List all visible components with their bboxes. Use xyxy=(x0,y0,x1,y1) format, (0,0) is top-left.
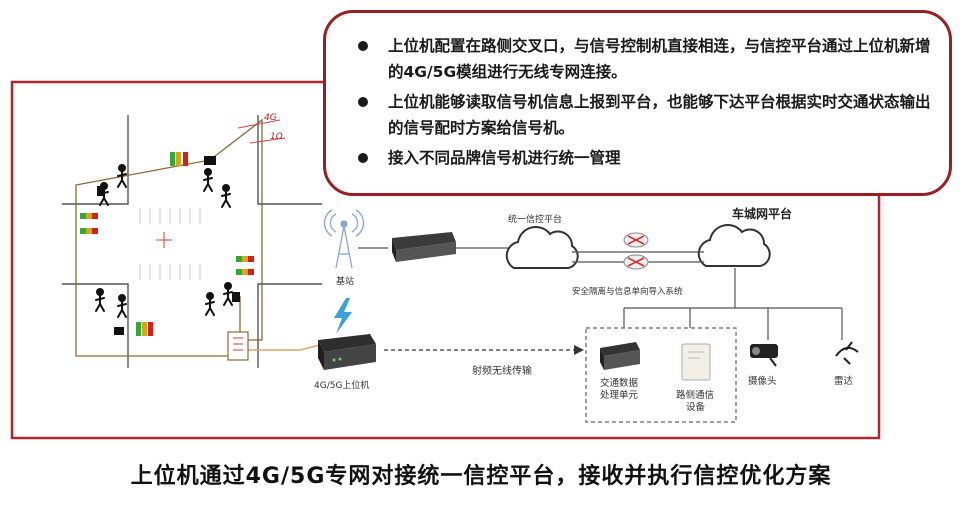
traffic-unit-label-2: 处理单元 xyxy=(600,389,639,401)
pedestrian-icon xyxy=(95,164,233,318)
bullet-dot xyxy=(358,153,368,163)
cloud-icon-vehicle-city xyxy=(697,224,771,267)
signal-head-s xyxy=(136,322,153,336)
signal-box xyxy=(232,292,240,302)
radar-label: 雷达 xyxy=(834,375,854,387)
router-icon xyxy=(623,254,649,270)
base-station-label: 基站 xyxy=(336,275,354,287)
upper-computer-icon xyxy=(318,334,376,370)
signal-controller-cabinet xyxy=(227,331,249,361)
signal-box xyxy=(97,186,105,196)
roadside-label-1: 路侧通信 xyxy=(676,389,714,401)
traffic-unit-label-1: 交通数据 xyxy=(600,377,639,389)
roadside-device-icon xyxy=(681,343,711,381)
bullet-dot xyxy=(358,41,368,51)
traffic-data-unit-icon xyxy=(600,342,640,370)
unified-platform-label: 统一信控平台 xyxy=(508,213,562,225)
roadside-equipment-group xyxy=(585,327,737,423)
crosswalk-stripes xyxy=(139,208,201,280)
vehicle-city-platform-label: 车城网平台 xyxy=(732,206,792,221)
signal-head-nw xyxy=(80,213,98,234)
intersection xyxy=(62,115,322,368)
bullet-item: 上位机配置在路侧交叉口，与信号控制机直接相连，与信控平台通过上位机新增的4G/5… xyxy=(348,33,931,85)
bullet-text: 上位机能够读取信号机信息上报到平台，也能够下达平台根据实时交通状态输出的信号配时… xyxy=(388,93,931,137)
figure-caption: 上位机通过4G/5G专网对接统一信控平台，接收并执行信控优化方案 xyxy=(130,464,832,489)
signal-box xyxy=(204,156,216,165)
cable-label-1ohm: 1Ω xyxy=(270,132,283,142)
center-cross xyxy=(156,232,172,248)
device-links xyxy=(623,268,843,340)
cable-label-4g: 4G xyxy=(264,113,277,123)
base-station-icon xyxy=(323,209,365,269)
bullet-item: 接入不同品牌信号机进行统一管理 xyxy=(348,145,931,171)
bullet-list: 上位机配置在路侧交叉口，与信号控制机直接相连，与信控平台通过上位机新增的4G/5… xyxy=(348,33,931,171)
bullet-text: 接入不同品牌信号机进行统一管理 xyxy=(388,149,621,167)
camera-label: 摄像头 xyxy=(748,375,777,387)
server-icon xyxy=(392,232,456,262)
signal-head-e xyxy=(236,256,254,275)
bullet-text: 上位机配置在路侧交叉口，与信号控制机直接相连，与信控平台通过上位机新增的4G/5… xyxy=(388,37,931,81)
wireless-bolt-icon xyxy=(334,298,352,334)
rf-transmission-label: 射频无线传输 xyxy=(472,364,532,377)
cable-to-upper xyxy=(248,344,321,351)
signal-wiring-east xyxy=(209,118,263,341)
bullet-item: 上位机能够读取信号机信息上报到平台，也能够下达平台根据实时交通状态输出的信号配时… xyxy=(348,89,931,141)
signal-head-n xyxy=(170,152,188,166)
signal-box xyxy=(114,327,124,335)
router-icon xyxy=(623,232,649,248)
roadside-label-2: 设备 xyxy=(686,401,706,413)
upper-computer-label: 4G/5G上位机 xyxy=(314,379,369,391)
radar-icon xyxy=(835,341,859,365)
description-callout: 上位机配置在路侧交叉口，与信号控制机直接相连，与信控平台通过上位机新增的4G/5… xyxy=(323,10,952,196)
cable-labels: 4G 1Ω xyxy=(237,113,286,144)
security-system-label: 安全隔离与信息单向导入系统 xyxy=(572,286,683,297)
cloud-icon-unified xyxy=(505,226,579,269)
bullet-dot xyxy=(358,97,368,107)
camera-icon xyxy=(750,344,778,367)
